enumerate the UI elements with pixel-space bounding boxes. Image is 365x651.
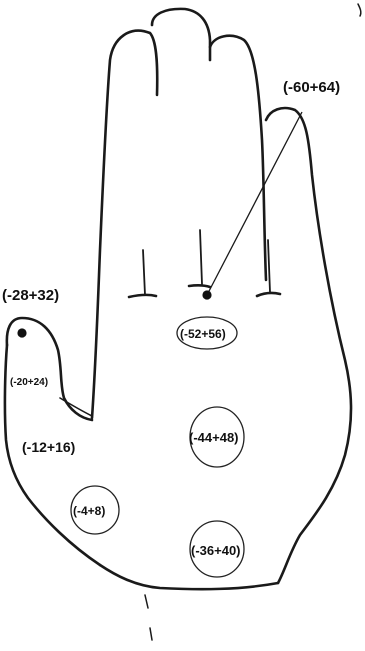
label-lower-left: (-4+8) <box>73 504 105 518</box>
label-thumb-tip: (-28+32) <box>2 287 59 304</box>
label-palm-upper: (-52+56) <box>180 327 226 341</box>
circle-palm-center <box>189 406 245 468</box>
finger-creases <box>127 229 282 299</box>
middle-side-line <box>267 239 271 293</box>
pointer-line <box>206 111 303 296</box>
crease-ring <box>187 284 212 289</box>
label-tip-index-line: (-60+64) <box>283 79 340 96</box>
label-palm-lower: (-36+40) <box>191 543 241 558</box>
label-circles <box>70 316 245 578</box>
pinky-side-line <box>142 249 146 296</box>
label-thumb-mid: (-20+24) <box>10 377 48 388</box>
index-point-dot <box>202 290 212 300</box>
circle-palm-lower <box>189 520 245 578</box>
crease-pinky <box>127 293 158 299</box>
thumb-point-dot <box>17 328 27 338</box>
label-thumb-base: (-12+16) <box>22 439 75 455</box>
label-palm-center: (-44+48) <box>189 430 239 445</box>
crease-middle <box>255 291 282 298</box>
circle-palm-upper <box>176 316 238 350</box>
circle-lower-left <box>70 485 120 535</box>
ring-side-line <box>199 229 203 285</box>
hand-outline <box>3 3 362 641</box>
